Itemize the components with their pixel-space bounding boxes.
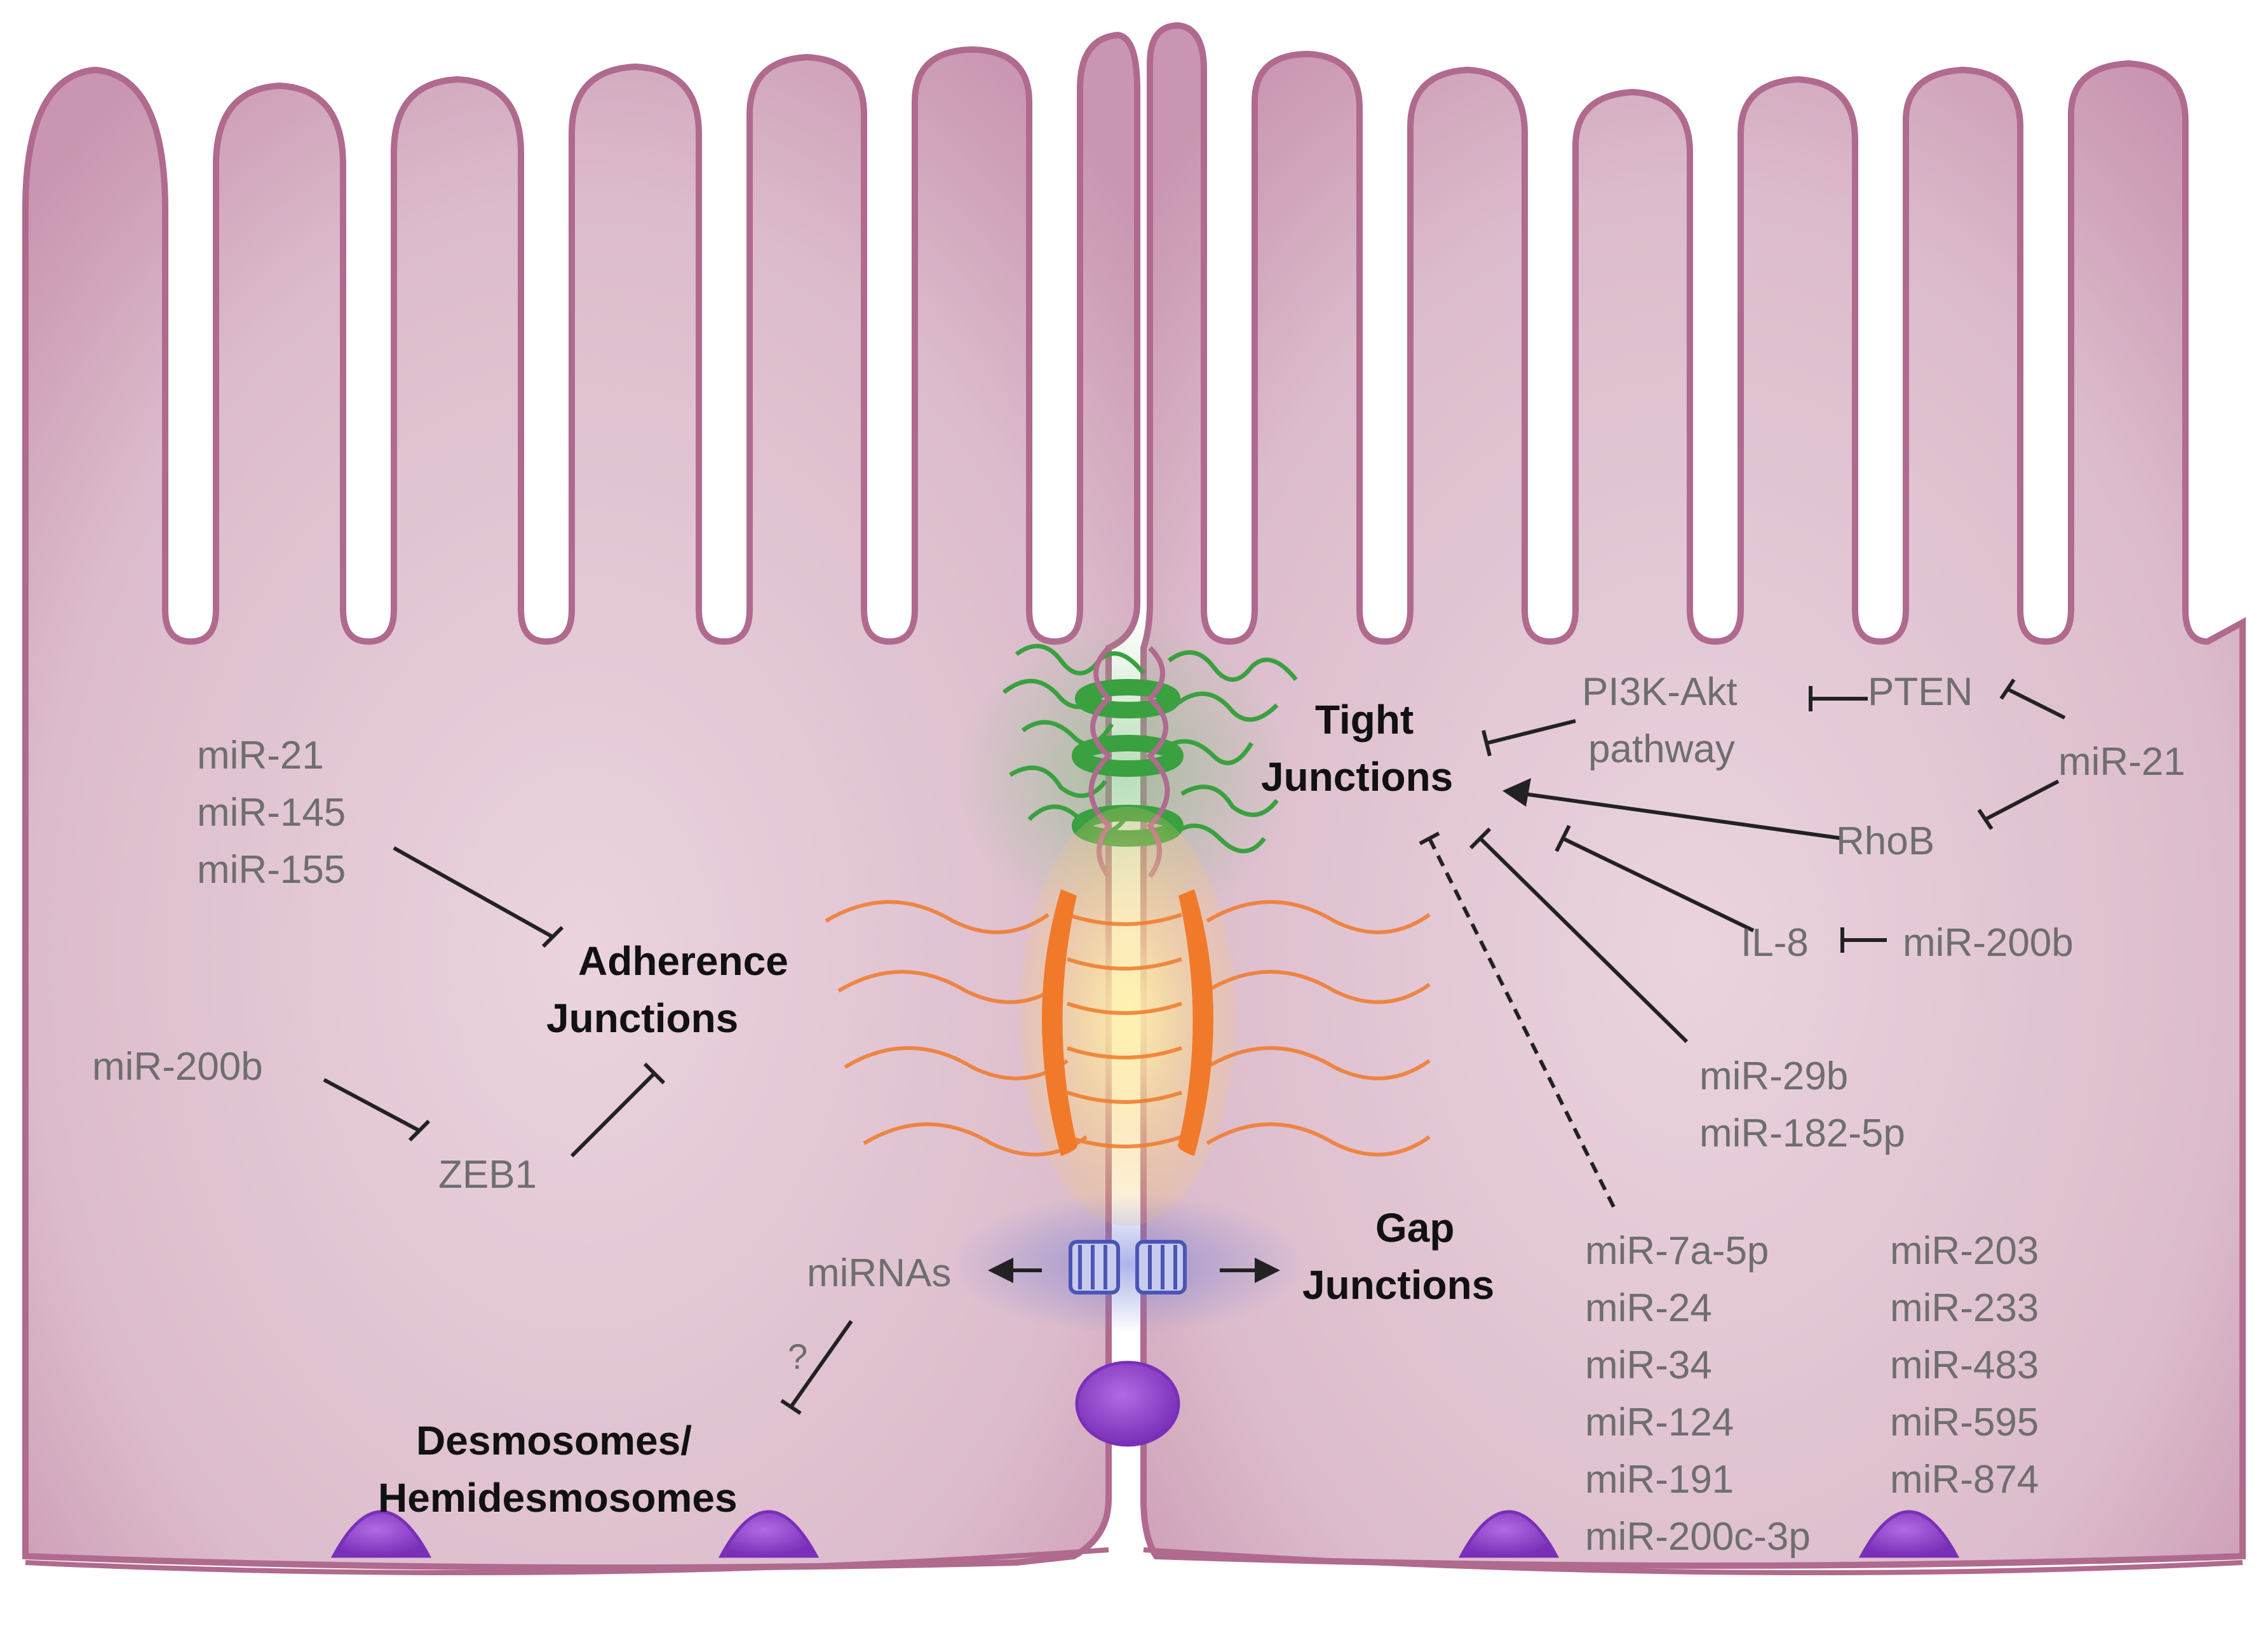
tight-junction-mirna-list: miR-7a-5p miR-24 miR-34 miR-124 miR-191 … [1585,1229,2039,1559]
label-adherence-2: Junctions [546,995,738,1041]
list-item: miR-124 [1585,1401,1734,1444]
label-pten: PTEN [1868,670,1973,714]
left-epithelial-cell [22,31,1140,1571]
list-item: miR-191 [1585,1458,1734,1502]
label-mir182: miR-182-5p [1699,1112,1905,1155]
label-mirnas: miRNAs [807,1251,951,1295]
label-mir155: miR-155 [197,848,346,892]
label-adherence-1: Adherence [578,938,788,984]
label-mir200b-left: miR-200b [92,1045,263,1089]
gap-junction-channels [1069,1240,1187,1294]
list-item: miR-233 [1890,1286,2039,1330]
right-labels: Tight Junctions PI3K-Akt pathway PTEN mi… [1261,670,2185,1308]
label-rhob: RhoB [1836,819,1934,863]
label-gap-2: Junctions [1302,1262,1494,1308]
list-item: miR-24 [1585,1286,1712,1330]
basal-membrane-left [25,1547,1109,1575]
label-pathway: pathway [1588,727,1735,771]
list-item: miR-34 [1585,1343,1712,1387]
label-il8: IL-8 [1741,921,1809,965]
list-item: miR-483 [1890,1343,2039,1387]
label-desmosomes: Desmosomes/ [416,1418,692,1463]
label-question: ? [788,1336,807,1376]
label-mir29b: miR-29b [1699,1054,1848,1098]
adherence-junction-fibers [825,900,1431,1157]
right-epithelial-cell [1140,22,2246,1569]
label-gap-1: Gap [1375,1205,1454,1251]
label-mir21-left: miR-21 [197,734,324,777]
list-item: miR-203 [1890,1229,2039,1273]
desmosomes [330,1361,1960,1558]
gap-junction-glow [950,1194,1306,1334]
list-item: miR-874 [1890,1458,2039,1502]
list-item: miR-595 [1890,1401,2039,1444]
left-labels: miR-21 miR-145 miR-155 Adherence Junctio… [92,734,951,1521]
basal-membrane-right [1143,1547,2243,1575]
arrowheads [988,778,1531,1283]
label-zeb1: ZEB1 [438,1153,537,1197]
adherence-junction-plaques [1042,889,1213,1156]
label-tight-1: Tight [1315,697,1414,743]
regulation-lines [323,678,2066,1415]
list-item: miR-200c-3p [1585,1515,1811,1559]
label-hemidesmosomes: Hemidesmosomes [378,1475,738,1521]
list-item: miR-7a-5p [1585,1229,1769,1273]
label-mir145: miR-145 [197,791,346,835]
label-tight-2: Junctions [1261,754,1453,800]
label-mir200b-right: miR-200b [1903,921,2074,965]
adherence-junction-glow [1020,807,1236,1226]
label-mir21-right: miR-21 [2058,740,2185,784]
label-pi3k: PI3K-Akt [1582,670,1738,714]
